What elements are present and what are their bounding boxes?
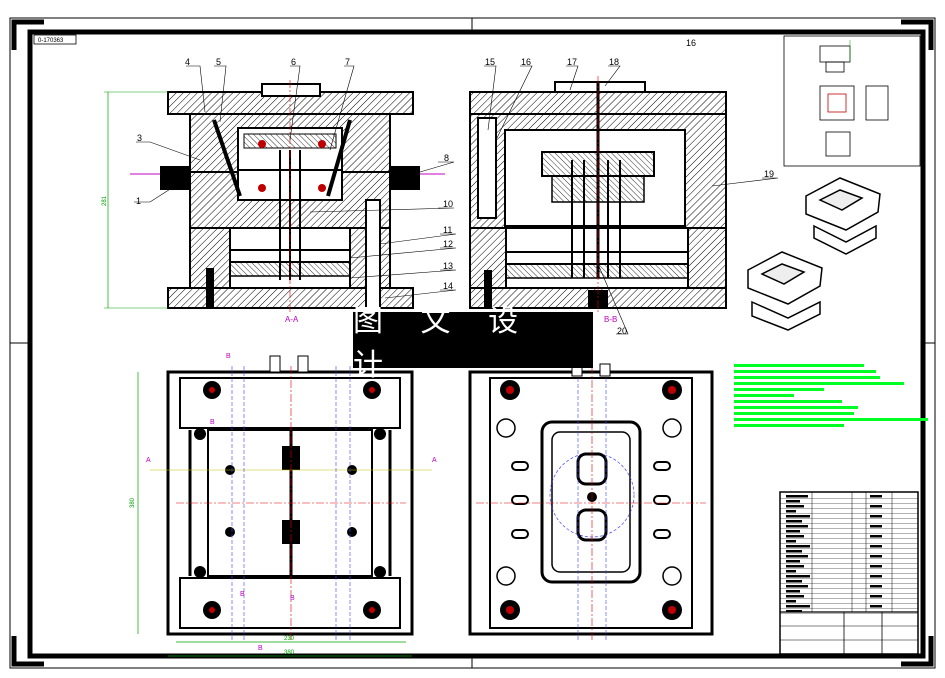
bom-row-text bbox=[786, 605, 810, 608]
bom-row-text bbox=[870, 585, 882, 588]
bom-row-text bbox=[786, 560, 800, 563]
section-a-a-label: A-A bbox=[285, 315, 299, 324]
front-height-dimension: 281 bbox=[102, 195, 108, 206]
bom-row-text bbox=[786, 505, 804, 508]
section-marker-b-bottom: B bbox=[258, 645, 263, 652]
bom-row-text bbox=[786, 495, 808, 498]
leader-lines-a bbox=[134, 65, 457, 299]
part-label-14: 14 bbox=[443, 281, 453, 291]
part-label-20: 20 bbox=[617, 326, 627, 336]
bom-row-text bbox=[786, 580, 802, 583]
technical-notes bbox=[734, 364, 928, 427]
section-a-a-view: 281 A-A bbox=[102, 80, 445, 324]
bom-row-text bbox=[870, 495, 882, 498]
sheet-border bbox=[9, 17, 936, 669]
section-marker-a-right: A bbox=[432, 457, 437, 464]
leader-lines-b bbox=[484, 65, 779, 335]
part-label-5: 5 bbox=[216, 57, 221, 67]
bom-row-text bbox=[786, 515, 810, 518]
bom-row-text bbox=[786, 530, 800, 533]
bom-row-text bbox=[786, 565, 804, 568]
bom-row-text bbox=[786, 550, 802, 553]
part-label-3: 3 bbox=[137, 133, 142, 143]
part-detail-views bbox=[783, 35, 921, 167]
bom-row-text bbox=[786, 600, 796, 603]
bom-row-text bbox=[870, 595, 882, 598]
part-label-8: 8 bbox=[444, 153, 449, 163]
bom-row-text bbox=[870, 555, 882, 558]
part-label-18: 18 bbox=[609, 57, 619, 67]
bom-row-text bbox=[870, 535, 882, 538]
bom-row-text bbox=[786, 500, 800, 503]
section-marker-a-left: A bbox=[146, 457, 151, 464]
bom-rows bbox=[780, 495, 918, 614]
bom-row-text bbox=[786, 545, 810, 548]
bom-row-text bbox=[870, 525, 882, 528]
part-label-10: 10 bbox=[443, 199, 453, 209]
plan-view-fixed-half: 380 230 380 A A B B B B B bbox=[130, 353, 437, 657]
section-marker-b-top: B bbox=[226, 353, 231, 360]
section-b-b-view: B-B bbox=[469, 76, 727, 324]
bom-row-text bbox=[786, 510, 796, 513]
title-block bbox=[779, 491, 919, 655]
part-labels: 1 3 4 5 6 7 8 10 11 12 13 14 15 16 17 18… bbox=[136, 57, 774, 336]
part-label-4: 4 bbox=[185, 57, 190, 67]
bom-row-text bbox=[786, 540, 796, 543]
section-marker-b-lower-right: B bbox=[290, 595, 295, 602]
plan-outer-width-dimension: 380 bbox=[284, 650, 295, 656]
drawing-code: 0-170363 bbox=[38, 38, 64, 44]
bom-row-text bbox=[786, 520, 802, 523]
part-label-12: 12 bbox=[443, 239, 453, 249]
sheet-marker: 16 bbox=[686, 38, 696, 48]
part-label-1: 1 bbox=[136, 196, 141, 206]
part-label-13: 13 bbox=[443, 261, 453, 271]
bom-row-text bbox=[786, 555, 808, 558]
bom-row-text bbox=[786, 525, 808, 528]
part-label-19: 19 bbox=[764, 169, 774, 179]
part-label-15: 15 bbox=[485, 57, 495, 67]
bom-row-text bbox=[786, 585, 808, 588]
bom-row-text bbox=[786, 610, 802, 613]
section-marker-b-lower-left: B bbox=[240, 591, 245, 598]
bom-row-text bbox=[870, 605, 882, 608]
bom-row-text bbox=[870, 505, 882, 508]
bom-row-text bbox=[870, 575, 882, 578]
part-label-17: 17 bbox=[567, 57, 577, 67]
watermark: 图 文 设 计 bbox=[353, 304, 593, 383]
bom-row-text bbox=[786, 595, 804, 598]
section-marker-b-upper: B bbox=[210, 419, 215, 426]
bom-row-text bbox=[786, 570, 796, 573]
part-label-11: 11 bbox=[443, 225, 452, 235]
bom-row-text bbox=[786, 590, 800, 593]
plan-inner-width-dimension: 230 bbox=[284, 636, 295, 642]
plan-view-moving-half bbox=[468, 363, 714, 640]
bom-row-text bbox=[870, 545, 882, 548]
drawing-code-box: 0-170363 bbox=[33, 34, 77, 45]
plan-height-dimension: 380 bbox=[130, 497, 136, 508]
section-b-b-label: B-B bbox=[604, 315, 617, 324]
part-label-6: 6 bbox=[291, 57, 296, 67]
product-render-2 bbox=[747, 251, 823, 331]
bom-row-text bbox=[786, 535, 804, 538]
part-label-7: 7 bbox=[345, 57, 350, 67]
bom-row-text bbox=[870, 515, 882, 518]
product-render-1 bbox=[805, 177, 881, 255]
bom-row-text bbox=[786, 575, 810, 578]
bom-row-text bbox=[870, 565, 882, 568]
part-label-16: 16 bbox=[521, 57, 531, 67]
